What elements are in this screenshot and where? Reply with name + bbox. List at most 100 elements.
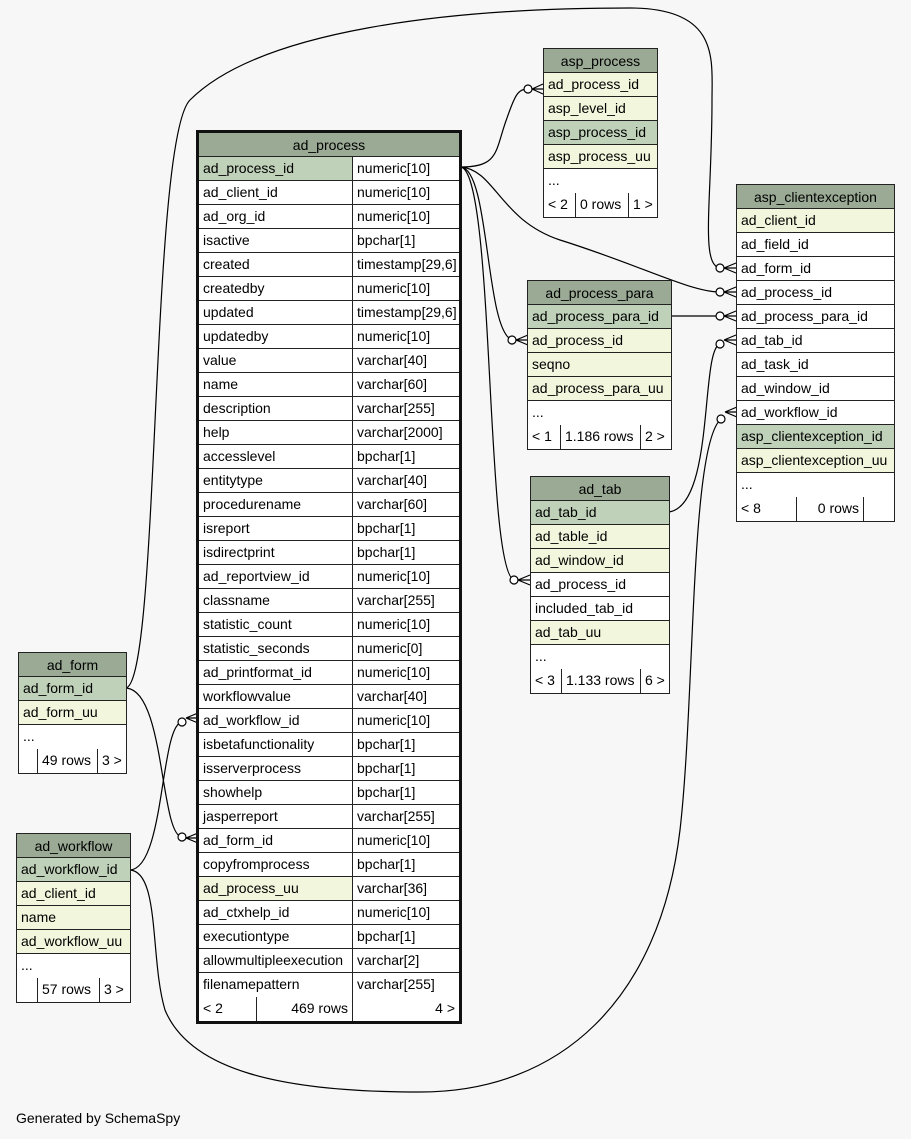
column-row[interactable]: ad_client_id (17, 882, 130, 906)
more-columns-row[interactable]: ... (737, 473, 894, 497)
table-title[interactable]: ad_process (199, 133, 459, 157)
column-row[interactable]: ad_form_id (737, 257, 894, 281)
more-columns-row[interactable]: ... (531, 645, 669, 669)
children-link[interactable]: 6 > (640, 669, 669, 693)
column-row[interactable]: seqno (528, 353, 671, 377)
parents-link[interactable] (17, 978, 37, 1002)
parents-link[interactable]: < 2 (203, 1000, 223, 1016)
column-row[interactable]: ad_tab_id (737, 329, 894, 353)
column-row[interactable]: ad_process_para_id (737, 305, 894, 329)
table-title[interactable]: ad_tab (531, 477, 669, 501)
children-link[interactable]: 3 > (99, 978, 130, 1002)
more-columns-row[interactable]: ... (19, 725, 126, 749)
column-row[interactable]: ad_process_id (531, 573, 669, 597)
column-row[interactable]: ad_tab_id (531, 501, 669, 525)
more-columns-row[interactable]: ... (528, 401, 671, 425)
column-row[interactable]: ad_client_id (737, 209, 894, 233)
table-title[interactable]: ad_workflow (17, 834, 130, 858)
column-row[interactable]: ad_process_para_id (528, 305, 671, 329)
column-row[interactable]: name (17, 906, 130, 930)
table-title[interactable]: asp_process (544, 49, 657, 73)
children-link[interactable]: 1 > (628, 193, 657, 217)
more-columns-row[interactable]: ... (544, 169, 657, 193)
column-row[interactable]: asp_process_id (544, 121, 657, 145)
parents-link[interactable] (19, 749, 37, 773)
column-row[interactable]: ad_workflow_uu (17, 930, 130, 954)
children-link[interactable]: 3 > (97, 749, 126, 773)
column-row[interactable]: asp_clientexception_id (737, 425, 894, 449)
table-title[interactable]: ad_process_para (528, 281, 671, 305)
table-title[interactable]: asp_clientexception (737, 185, 894, 209)
column-row[interactable]: included_tab_id (531, 597, 669, 621)
column-row[interactable]: asp_level_id (544, 97, 657, 121)
column-row[interactable]: ad_table_id (531, 525, 669, 549)
column-row[interactable]: ad_window_id (737, 377, 894, 401)
column-row[interactable]: ad_form_uu (19, 701, 126, 725)
column-row[interactable]: ad_process_id (528, 329, 671, 353)
parents-link[interactable]: < 2 (548, 196, 568, 212)
children-link[interactable]: 2 > (640, 425, 671, 449)
parents-link[interactable]: < 1 (532, 428, 552, 444)
children-link[interactable]: 4 > (352, 997, 459, 1021)
column-row[interactable]: ad_process_id (737, 281, 894, 305)
column-row[interactable]: ad_workflow_id (737, 401, 894, 425)
column-row[interactable]: ad_tab_uu (531, 621, 669, 645)
column-row[interactable]: ad_task_id (737, 353, 894, 377)
children-link[interactable] (863, 497, 894, 521)
parents-link[interactable]: < 3 (535, 672, 555, 688)
column-row[interactable]: asp_process_uu (544, 145, 657, 169)
column-row[interactable]: asp_clientexception_uu (737, 449, 894, 473)
column-row[interactable]: ad_window_id (531, 549, 669, 573)
column-row[interactable]: ad_process_id (544, 73, 657, 97)
column-row[interactable]: ad_field_id (737, 233, 894, 257)
more-columns-row[interactable]: ... (17, 954, 130, 978)
parents-link[interactable]: < 8 (741, 500, 761, 516)
column-row[interactable]: ad_process_para_uu (528, 377, 671, 401)
column-row[interactable]: ad_workflow_id (17, 858, 130, 882)
table-title[interactable]: ad_form (19, 653, 126, 677)
column-row[interactable]: ad_form_id (19, 677, 126, 701)
